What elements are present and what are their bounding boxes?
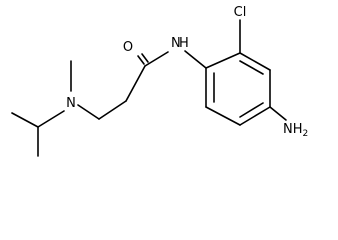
bond-carbonyl-double-a: [137, 55, 145, 65]
bond-carbonyl-n: [144, 51, 169, 67]
amino-group-label: NH2: [283, 122, 308, 139]
ring-inner-bond-2: [239, 60, 264, 75]
amide-nitrogen-label: N: [171, 36, 181, 51]
ring-bond-4: [239, 106, 271, 126]
bond-ring-amino: [269, 106, 287, 121]
amide-hydrogen-label: H: [179, 36, 189, 51]
amino-subscript: 2: [303, 129, 309, 139]
ring-bond-5: [205, 106, 241, 126]
oxygen-label: O: [123, 40, 133, 55]
bond-carbonyl-double-b: [141, 53, 149, 63]
bond-isopropyl-to-n: [37, 110, 65, 128]
bond-n-ch2: [77, 104, 100, 120]
bond-isopropyl-upper: [11, 112, 39, 128]
ring-bond-1: [205, 52, 241, 69]
chlorine-label: Cl: [234, 5, 247, 20]
ring-bond-2: [239, 52, 271, 71]
bond-n-ring: [184, 50, 207, 69]
chemical-structure: O N H Cl N NH2: [11, 5, 308, 157]
ring-inner-bond-3: [239, 102, 264, 118]
bond-ch2-carbonyl: [125, 65, 146, 102]
amino-group-text: NH: [283, 122, 303, 137]
bond-ch2-ch2: [98, 100, 127, 120]
amine-nitrogen-label: N: [66, 96, 76, 111]
